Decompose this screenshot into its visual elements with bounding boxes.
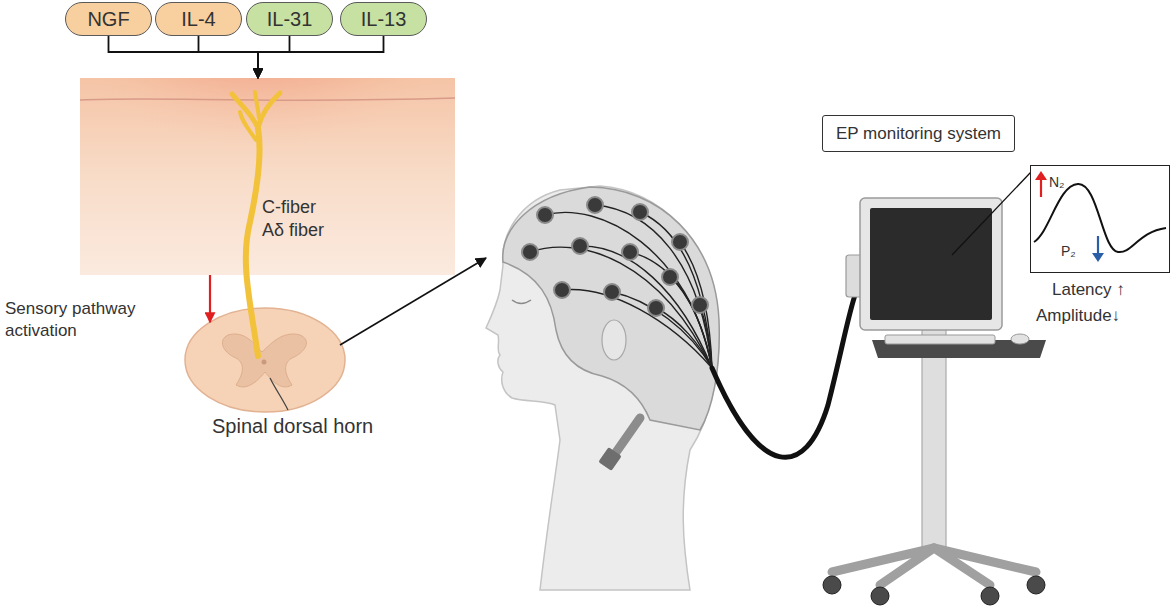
central-canal bbox=[262, 360, 267, 365]
node-text: C-fiber Aδ fiber bbox=[262, 196, 342, 241]
node-text: NGF bbox=[87, 8, 129, 31]
cytokine-pill: IL-13 bbox=[340, 2, 427, 36]
electrode bbox=[648, 300, 664, 316]
node-text: EP monitoring system bbox=[836, 124, 1001, 144]
nerve-branch bbox=[255, 92, 259, 118]
cytokine-pill: IL-31 bbox=[246, 2, 333, 36]
electrode bbox=[692, 297, 708, 313]
signal-cable bbox=[712, 292, 856, 457]
connector-arrow bbox=[258, 36, 290, 78]
nerve-branch bbox=[258, 93, 280, 128]
mouse bbox=[1011, 334, 1029, 344]
flow-arrow bbox=[340, 258, 486, 345]
wheel bbox=[981, 587, 999, 605]
node-text: IL-4 bbox=[181, 8, 215, 31]
electrode bbox=[672, 234, 688, 250]
electrode bbox=[537, 207, 553, 223]
node-text: Spinal dorsal horn bbox=[212, 414, 412, 439]
epidermis-line bbox=[80, 98, 455, 100]
leader-line bbox=[952, 172, 1031, 255]
wheel bbox=[1027, 576, 1045, 594]
leader-line bbox=[270, 378, 288, 410]
inflammation-zone bbox=[80, 78, 455, 250]
electrode bbox=[572, 238, 588, 254]
wheel bbox=[823, 576, 841, 594]
node-text: IL-31 bbox=[267, 8, 313, 31]
connector-arrow bbox=[209, 275, 211, 322]
electrode-wire bbox=[562, 290, 712, 368]
node-text: N₂ bbox=[1049, 174, 1079, 192]
spinal-cord bbox=[185, 308, 345, 412]
keyboard bbox=[885, 335, 995, 344]
ear bbox=[602, 320, 626, 360]
stand-pole bbox=[922, 325, 946, 547]
ep-waveform bbox=[1034, 184, 1166, 252]
connector-arrow bbox=[258, 36, 384, 78]
connector-arrow bbox=[199, 36, 259, 78]
annotation-label: Amplitude↓ bbox=[1036, 306, 1120, 326]
electrode bbox=[522, 244, 538, 260]
electrode-wire bbox=[530, 247, 712, 368]
electrode-wire bbox=[656, 308, 712, 368]
cytokine-pill: NGF bbox=[65, 2, 152, 36]
electrode-wire bbox=[545, 212, 712, 368]
monitor-frame bbox=[860, 198, 1002, 330]
wheel bbox=[871, 587, 889, 605]
annotation-label: Latency ↑ bbox=[1052, 280, 1125, 300]
spinal-dorsal-horn: Spinal dorsal horn bbox=[185, 308, 345, 412]
chin-strap bbox=[612, 418, 640, 458]
head-profile bbox=[486, 186, 719, 590]
electrode-wire bbox=[612, 292, 712, 368]
node-text: P₂ bbox=[1061, 243, 1091, 261]
base-leg bbox=[934, 548, 990, 585]
strap-buckle bbox=[598, 447, 621, 471]
edge-label: Sensory pathway activation bbox=[5, 298, 145, 342]
skin-tissue: C-fiber Aδ fiber bbox=[80, 78, 455, 275]
eeg-cap bbox=[503, 187, 719, 430]
system-label-box: EP monitoring system bbox=[822, 115, 1015, 152]
inset-panel bbox=[1030, 165, 1170, 273]
electrode bbox=[604, 284, 620, 300]
closed-eye bbox=[512, 300, 531, 304]
decrease-arrowhead bbox=[1092, 253, 1104, 262]
increase-arrowhead bbox=[1035, 171, 1047, 180]
gray-matter bbox=[222, 334, 306, 387]
monitor-screen bbox=[870, 208, 992, 320]
nerve-branch bbox=[240, 112, 256, 140]
cytokine-pill: IL-4 bbox=[155, 2, 242, 36]
base-leg bbox=[880, 548, 934, 585]
electrode bbox=[622, 244, 638, 260]
node-text: IL-13 bbox=[361, 8, 407, 31]
electrode bbox=[662, 269, 678, 285]
electrode bbox=[554, 282, 570, 298]
waveform-inset: N₂ P₂ bbox=[1030, 165, 1170, 273]
electrode bbox=[587, 197, 603, 213]
electrode bbox=[632, 204, 648, 220]
nerve-fiber bbox=[246, 128, 260, 356]
electrode-wire bbox=[580, 246, 712, 368]
connector-arrow bbox=[109, 36, 259, 78]
